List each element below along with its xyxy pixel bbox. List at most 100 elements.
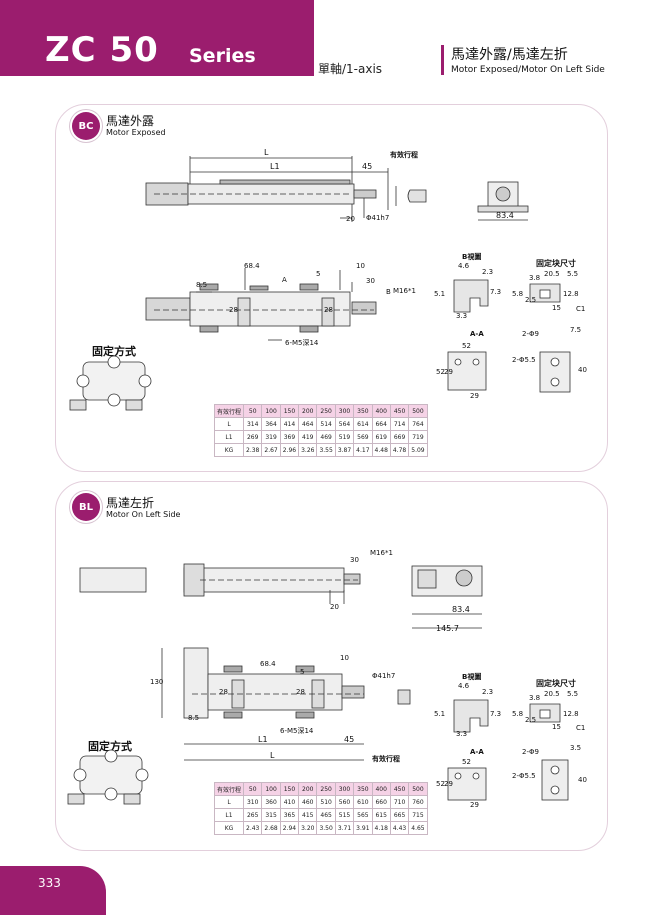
table-header: 250	[316, 404, 336, 418]
dim-12-8: 12.8	[563, 710, 579, 718]
dim-29-left: 29	[444, 780, 453, 788]
dim-20-5: 20.5	[544, 690, 560, 698]
dim-8-5: 8.5	[196, 281, 208, 289]
aa-view-label: A-A	[470, 330, 484, 338]
dim-68-4: 68.4	[244, 262, 260, 270]
dim-83-4: 83.4	[496, 211, 514, 220]
b-view-label: B視圖	[462, 673, 482, 681]
section-title: 馬達外露	[106, 114, 155, 128]
table-cell: 3.87	[334, 443, 355, 457]
page-number: 333	[38, 876, 61, 890]
dim-thread: M16*1	[370, 549, 393, 557]
page-tab	[0, 866, 106, 915]
b-view-label: B視圖	[462, 253, 482, 261]
table-cell: KG	[213, 443, 245, 457]
table-cell: 660	[371, 795, 391, 809]
table-header: 500	[408, 782, 428, 796]
table-header: 50	[243, 782, 263, 796]
table-header: 450	[389, 782, 410, 796]
dim-28-right: 28	[296, 688, 305, 696]
dim-45: 45	[344, 735, 355, 744]
dim-2-3: 2.3	[482, 688, 494, 696]
dim-30: 30	[366, 277, 375, 285]
dim-20-5: 20.5	[544, 270, 560, 278]
table-header: 150	[279, 782, 300, 796]
table-cell: 2.68	[261, 821, 281, 835]
dim-shaft-dia: Φ41h7	[366, 214, 390, 222]
table-cell: 310	[243, 795, 263, 809]
table-cell: 3.91	[353, 821, 373, 835]
table-header: 有效行程	[213, 404, 245, 418]
table-cell: 3.71	[334, 821, 355, 835]
dim-5-8: 5.8	[512, 290, 524, 298]
table-cell: 2.43	[243, 821, 263, 835]
table-cell: 710	[389, 795, 410, 809]
table-cell: 510	[316, 795, 336, 809]
dim-L: L	[270, 751, 275, 760]
dim-3-3: 3.3	[456, 312, 468, 320]
section-mark-a: A	[282, 276, 287, 284]
dim-40: 40	[578, 366, 587, 374]
dim-4-6: 4.6	[458, 682, 470, 690]
table-cell: 515	[334, 808, 355, 822]
table-header: 100	[261, 782, 281, 796]
title-block	[0, 0, 314, 76]
table-header: 400	[371, 782, 391, 796]
dim-8-5: 8.5	[188, 714, 200, 722]
table-cell: 315	[261, 808, 281, 822]
mount-method-label: 固定方式	[88, 740, 132, 753]
table-cell: 760	[408, 795, 428, 809]
dim-2-phi9: 2-Φ9	[522, 330, 539, 338]
dim-3-5: 3.5	[570, 744, 582, 752]
dim-10: 10	[340, 654, 349, 662]
header-title: 馬達外露/馬達左折	[451, 47, 568, 63]
dim-2-5: 2.5	[525, 716, 537, 724]
header-accent-bar	[441, 45, 444, 75]
section-subtitle: Motor On Left Side	[106, 510, 181, 519]
section-subtitle: Motor Exposed	[106, 128, 166, 137]
table-cell: 265	[243, 808, 263, 822]
table-header: 有效行程	[213, 782, 245, 796]
table-header: 100	[261, 404, 281, 418]
section-motor-exposed	[55, 104, 608, 472]
table-cell: KG	[213, 821, 245, 835]
dim-28-left: 28	[229, 306, 238, 314]
dim-thread: M16*1	[393, 287, 416, 295]
dim-m5-holes: 6-M5深14	[285, 339, 319, 347]
dim-2-phi5-5: 2-Φ5.5	[512, 356, 536, 364]
table-cell: 615	[371, 808, 391, 822]
dim-10: 10	[356, 262, 365, 270]
aa-view-label: A-A	[470, 748, 484, 756]
dim-130: 130	[150, 678, 164, 686]
dim-3-8: 3.8	[529, 274, 541, 282]
table-header: 200	[298, 782, 318, 796]
table-header: 150	[279, 404, 300, 418]
table-cell: 665	[389, 808, 410, 822]
dim-L: L	[264, 148, 269, 157]
table-cell: 360	[261, 795, 281, 809]
dim-m5-holes: 6-M5深14	[280, 727, 314, 735]
table-cell: 5.09	[408, 443, 428, 457]
dim-52-top: 52	[462, 342, 471, 350]
dim-28-right: 28	[324, 306, 333, 314]
dim-52-left: 52	[436, 780, 445, 788]
table-cell: 610	[353, 795, 373, 809]
axis-label: 單軸/1-axis	[318, 62, 383, 76]
dim-5-1: 5.1	[434, 710, 446, 718]
dim-2-phi9: 2-Φ9	[522, 748, 539, 756]
table-header: 50	[243, 404, 263, 418]
table-cell: 4.18	[371, 821, 391, 835]
table-cell: 410	[279, 795, 300, 809]
